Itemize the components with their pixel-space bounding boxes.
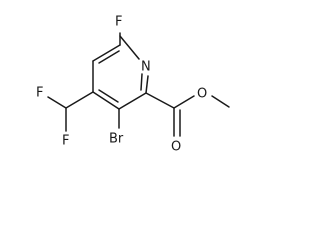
chemical-structure: F N F F Br O O [36,15,230,155]
bond-double-n-c2 [140,73,143,91]
atom-label-n: N [141,60,151,75]
bond-chf2-ftop [47,96,67,109]
bond-double-c5-c6 [98,50,120,64]
bond-c6-n [119,35,140,60]
bond-c5-c6 [92,44,121,62]
atom-label-br: Br [109,132,124,147]
bond-oester-methyl [211,95,230,108]
atom-label-f-top: F [36,86,43,101]
atom-label-f-bottom: F [62,134,69,149]
atom-label-f-ring: F [115,15,122,30]
bond-n-c2 [145,75,149,94]
bond-c2-ccarbonyl [145,92,175,109]
bond-c2-c3 [118,92,147,110]
bond-c3-c4 [92,91,120,110]
bond-ccarbonyl-oester [173,95,195,109]
bond-double-c3-c4 [98,89,119,103]
atom-label-o-carbonyl: O [171,140,181,155]
bond-c4-chf2 [65,91,94,109]
atom-label-o-ester: O [197,87,207,102]
